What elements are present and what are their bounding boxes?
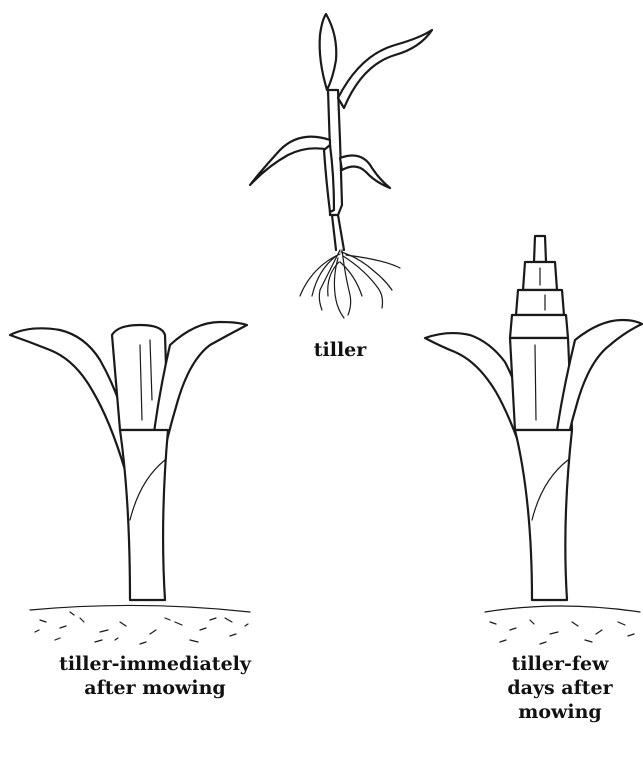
after-mowing-label-line2: after mowing: [30, 676, 280, 700]
tiller-leaf-left: [250, 137, 330, 185]
left-soil: [30, 605, 250, 644]
after-mowing-label: tiller-immediately after mowing: [30, 652, 280, 700]
regrowth-tip: [534, 236, 546, 262]
tiller-leaf-right-lower: [340, 156, 390, 188]
few-days-label: tiller-few days after mowing: [490, 652, 630, 724]
tiller-plant: [250, 14, 432, 318]
tiller-after-mowing: [10, 322, 250, 644]
left-tiller-trunk: [120, 430, 168, 600]
tiller-label-text: tiller: [314, 339, 367, 361]
tiller-roots: [300, 250, 400, 318]
tiller-few-days-after: [425, 236, 642, 644]
left-tiller-leaf-left: [10, 328, 130, 470]
tiller-top-leaf: [320, 14, 337, 90]
few-days-label-line1: tiller-few: [490, 652, 630, 676]
few-days-label-line2: days after: [490, 676, 630, 700]
few-days-label-line3: mowing: [490, 700, 630, 724]
after-mowing-label-line1: tiller-immediately: [30, 652, 280, 676]
tiller-leaf-upper-right: [338, 30, 432, 108]
tiller-label: tiller: [300, 338, 380, 362]
right-soil: [485, 606, 640, 644]
right-tiller-trunk: [515, 430, 572, 600]
